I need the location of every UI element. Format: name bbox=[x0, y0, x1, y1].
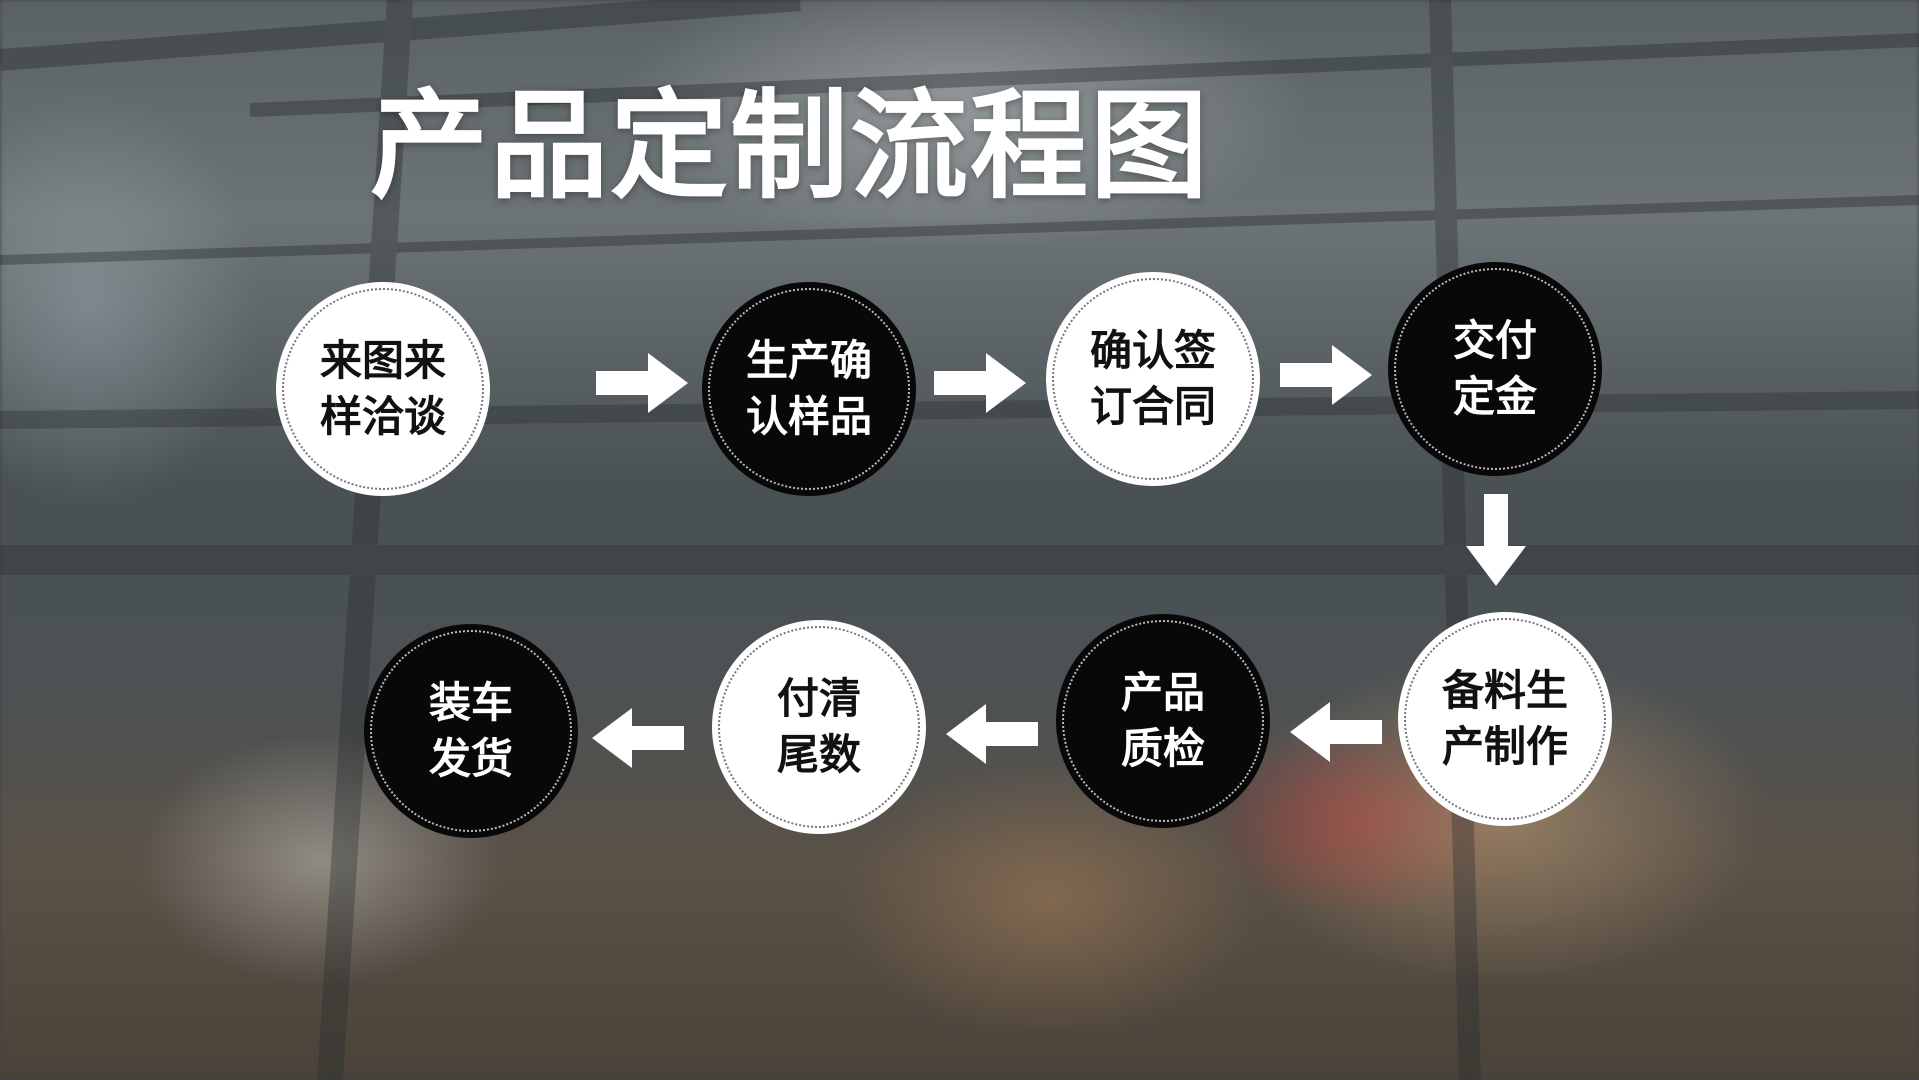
step-label-5: 备料生产制作 bbox=[1425, 663, 1585, 775]
step-node-2: 生产确认样品 bbox=[702, 282, 916, 496]
step-node-5: 备料生产制作 bbox=[1398, 612, 1612, 826]
arrow-right-icon bbox=[1280, 345, 1372, 405]
arrow-left-icon bbox=[592, 708, 684, 768]
step-node-7: 付清尾数 bbox=[712, 620, 926, 834]
step-node-8: 装车发货 bbox=[364, 624, 578, 838]
step-label-6: 产品质检 bbox=[1108, 665, 1218, 777]
step-node-6: 产品质检 bbox=[1056, 614, 1270, 828]
arrow-down-icon bbox=[1466, 494, 1526, 586]
step-label-1: 来图来样洽谈 bbox=[303, 333, 463, 445]
step-label-2: 生产确认样品 bbox=[729, 333, 889, 445]
step-node-4: 交付定金 bbox=[1388, 262, 1602, 476]
step-label-4: 交付定金 bbox=[1440, 313, 1550, 425]
step-label-7: 付清尾数 bbox=[764, 671, 874, 783]
step-label-3: 确认签订合同 bbox=[1073, 323, 1233, 435]
step-label-8: 装车发货 bbox=[416, 675, 526, 787]
diagram-title: 产品定制流程图 bbox=[0, 50, 1580, 221]
arrow-left-icon bbox=[1290, 702, 1382, 762]
step-node-1: 来图来样洽谈 bbox=[276, 282, 490, 496]
arrow-right-icon bbox=[934, 353, 1026, 413]
arrow-right-icon bbox=[596, 353, 688, 413]
step-node-3: 确认签订合同 bbox=[1046, 272, 1260, 486]
arrow-left-icon bbox=[946, 704, 1038, 764]
